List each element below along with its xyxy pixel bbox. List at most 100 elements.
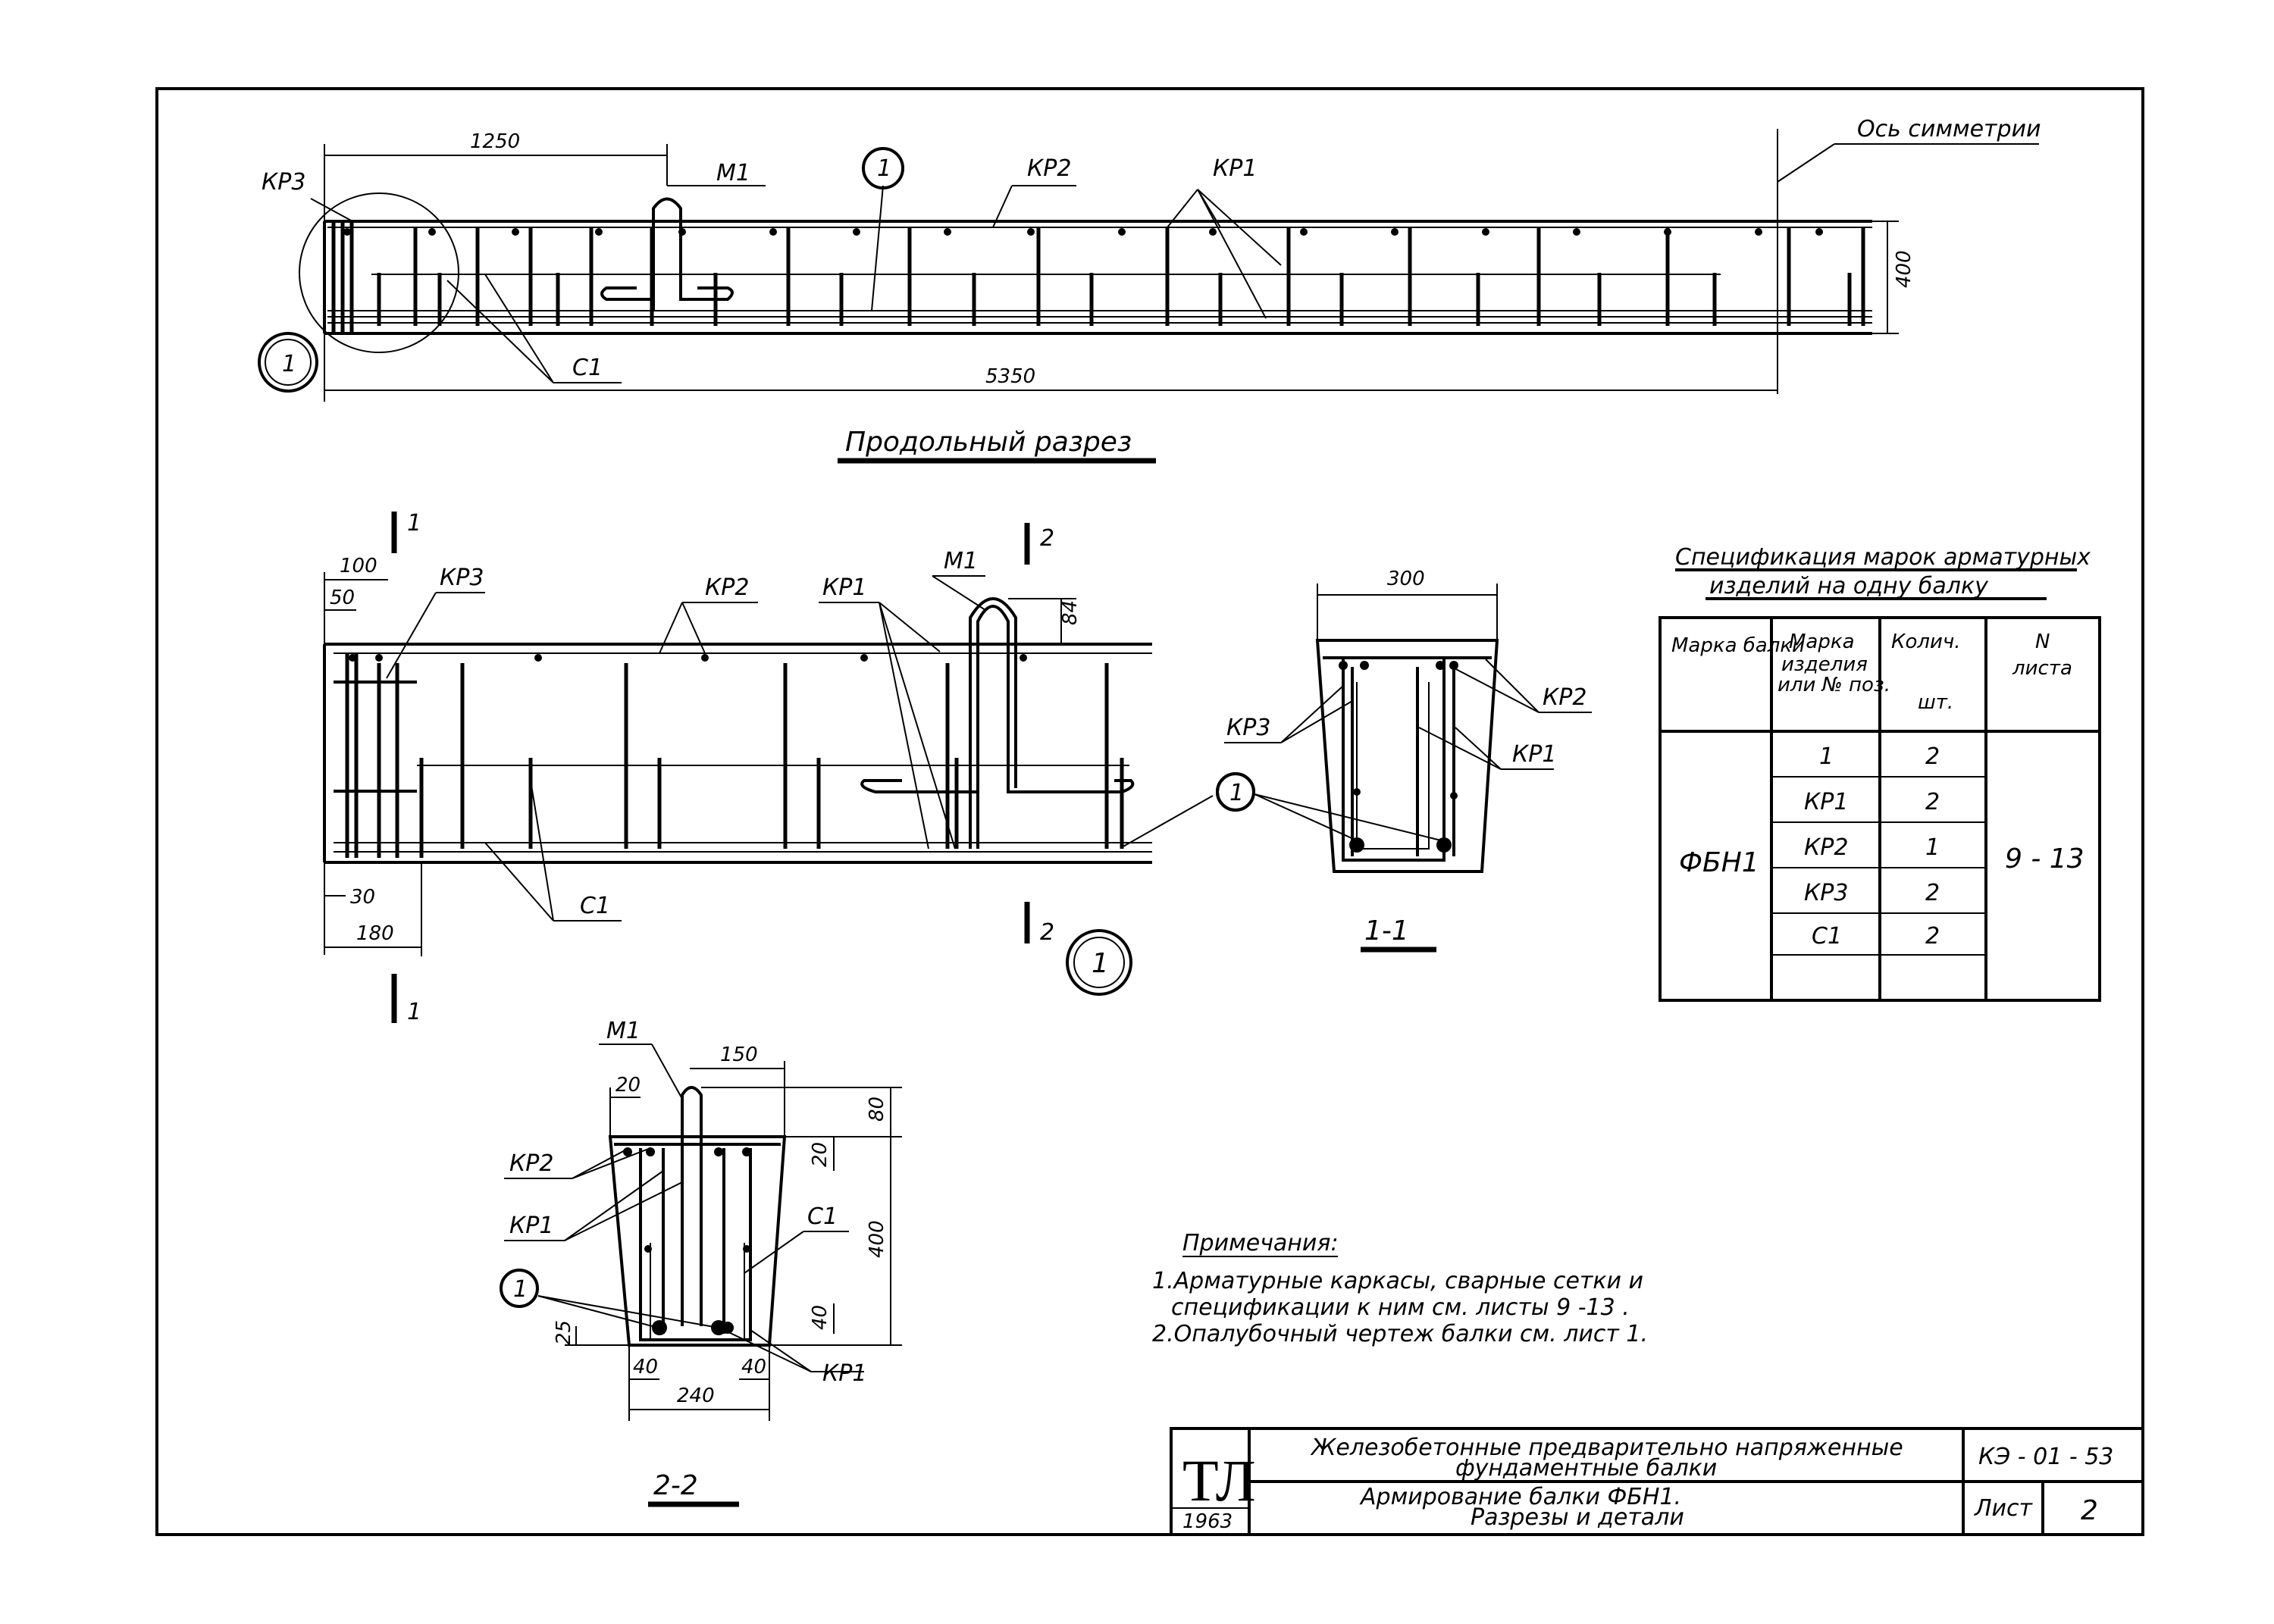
dim-84-text: 84 (1059, 600, 1082, 625)
leader-d-c1-b (484, 842, 554, 922)
label-kr1-s11: КР1 (1512, 741, 1556, 768)
label-m1-long: М1 (716, 160, 750, 186)
spec-row-1-mark: КР1 (1804, 789, 1848, 815)
detail-marker-outer (258, 332, 318, 393)
label-detail1-detail: 1 (1092, 948, 1109, 979)
detail-dots (349, 654, 1027, 662)
s22-pos-marker (500, 1269, 539, 1308)
leader-d-m1 (932, 575, 986, 611)
section-1-1-outline (1315, 639, 1499, 873)
dim-30-text: 30 (350, 886, 375, 909)
s22-leader-kr2-b (572, 1147, 651, 1179)
label-kr2-long: КР2 (1027, 155, 1071, 182)
s11-pos-marker (1216, 772, 1255, 812)
top-bar-dots (343, 228, 1823, 236)
stamp-sub-2: Разрезы и детали (1471, 1504, 1684, 1531)
s22-dim-80-text: 80 (866, 1097, 888, 1122)
label-detail1-long: 1 (282, 351, 296, 377)
stamp-title-2: фундаментные балки (1455, 1455, 1717, 1482)
s22-stirrup (639, 1148, 752, 1341)
caption-section-1-1: 1-1 (1364, 915, 1409, 947)
stirrups (331, 221, 1865, 333)
spec-sheets: 9 - 13 (2005, 843, 2084, 875)
leader-d-kr1-c (879, 602, 956, 850)
label-kr2-s22: КР2 (509, 1150, 553, 1177)
s22-dim-240-text: 240 (677, 1385, 715, 1407)
label-pos1-detail: 1 (1229, 780, 1244, 806)
label-kr1b-s22: КР1 (822, 1360, 866, 1387)
leader-c1-c (484, 274, 554, 383)
label-axis: Ось симметрии (1857, 116, 2041, 142)
s22-leader-kr1-a (564, 1170, 664, 1241)
dim-1250-text: 1250 (470, 130, 520, 153)
dim-300-text: 300 (1387, 568, 1425, 590)
spec-row-2-qty: 1 (1925, 834, 1940, 861)
lifting-loop-m1 (652, 197, 734, 311)
stamp-year: 1963 (1182, 1510, 1233, 1533)
label-c1-s22: С1 (807, 1203, 838, 1230)
leader-kr2-a (992, 185, 1013, 228)
leader-kr3 (310, 198, 353, 222)
s22-loop-m1 (681, 1086, 703, 1326)
label-kr1-detail: КР1 (822, 574, 866, 601)
s11-leader-kr2-b (1451, 666, 1539, 713)
label-c1-detail: С1 (580, 893, 610, 919)
caption-section-2-2: 2-2 (653, 1470, 698, 1501)
s22-leader-kr1b-a (723, 1329, 812, 1372)
s11-leader-kr2-a (1485, 659, 1539, 713)
detail-marker-1-inner (1073, 937, 1125, 988)
s22-leader-kr1b-b (750, 1329, 812, 1372)
section-mark-2-bottom-text: 2 (1040, 919, 1054, 946)
leader-axis (1777, 143, 1835, 183)
leader-pos1 (871, 185, 884, 311)
dim-5350-text: 5350 (985, 365, 1035, 388)
s11-leader-kr3-a (1280, 685, 1344, 743)
dim-400-text: 400 (1893, 250, 1915, 288)
label-kr2-s11: КР2 (1543, 684, 1586, 711)
sheet-frame (155, 87, 2144, 1536)
leader-d-pos1 (1121, 795, 1214, 848)
s22-dim-20a-text: 20 (615, 1074, 641, 1097)
spec-title-2: изделий на одну балку (1709, 573, 1989, 599)
s11-leader-kr3-b (1280, 700, 1353, 743)
section-mark-1-top-text: 1 (407, 510, 421, 537)
caption-longitudinal: Продольный разрез (845, 427, 1132, 458)
s22-leader-kr2-a (572, 1147, 630, 1179)
stamp-code: КЭ - 01 - 53 (1978, 1444, 2113, 1470)
section-2-2 (500, 1044, 902, 1507)
leader-d-kr2-b (681, 602, 706, 654)
leader-d-kr1-a (879, 602, 941, 652)
leader-kr1-d (1197, 189, 1221, 228)
stamp-sheet-label: Лист (1974, 1495, 2034, 1522)
spec-head-col3-l1: Колич. (1891, 631, 1961, 653)
label-kr3-detail: КР3 (440, 565, 484, 591)
spec-row-4-mark: С1 (1812, 923, 1842, 950)
label-kr1a-s22: КР1 (509, 1213, 553, 1239)
spec-head-col3-l2: шт. (1918, 691, 1953, 714)
notes-line-3: 2.Опалубочный чертеж балки см. лист 1. (1152, 1321, 1648, 1347)
leader-c1-b (446, 280, 554, 383)
notes-line-1: 1.Арматурные каркасы, сварные сетки и (1152, 1268, 1643, 1294)
leader-d-kr3 (386, 592, 437, 679)
detail-stirrups (345, 653, 1124, 858)
detail-loop-hook-left (860, 779, 978, 793)
spec-table (1659, 568, 2101, 1002)
s22-dim-150-text: 150 (720, 1044, 758, 1066)
spec-row-3-mark: КР3 (1804, 880, 1848, 906)
spec-head-col1: Марка балки (1671, 634, 1805, 657)
s22-dim-20b-text: 20 (809, 1142, 832, 1167)
spec-head-col2-l3: или № поз. (1778, 674, 1890, 696)
spec-title-1: Спецификация марок арматурных (1675, 544, 2091, 571)
s11-stirrup-left (1342, 658, 1446, 862)
detail-circle (299, 192, 459, 353)
spec-row-2-mark: КР2 (1804, 834, 1848, 861)
spec-head-col2-l2: изделия (1781, 653, 1868, 676)
label-kr1-long: КР1 (1213, 155, 1257, 182)
section-mark-1-bottom-text: 1 (407, 999, 421, 1025)
stamp-sub-1: Армирование балки ФБН1. (1359, 1484, 1681, 1510)
s22-leader-c1 (744, 1231, 804, 1274)
spec-head-col4-l2: листа (2012, 657, 2072, 680)
s22-dim-40b-text: 40 (741, 1356, 766, 1378)
leader-kr1-a (1167, 189, 1198, 228)
s11-leader-pos1-b (1254, 793, 1445, 842)
